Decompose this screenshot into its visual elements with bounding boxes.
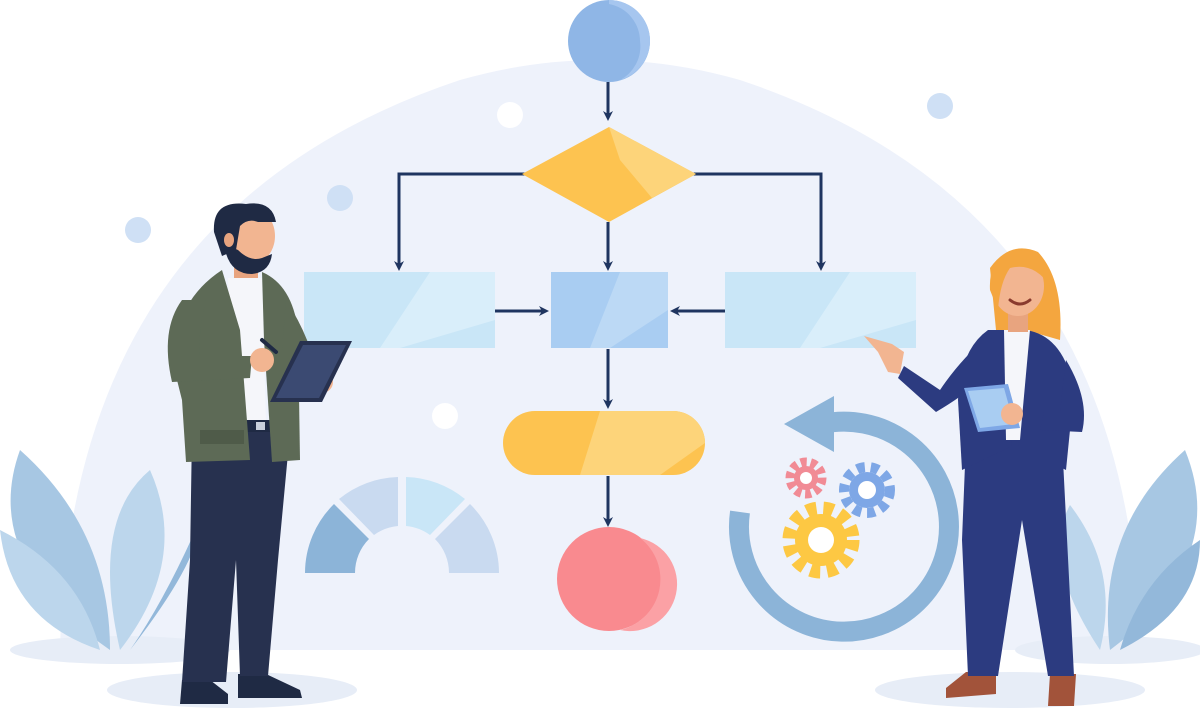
man-beard [224,244,272,274]
gear-pink-icon [785,457,827,499]
gears-icon [782,457,895,579]
man-figure [167,203,352,704]
gear-blue-icon [839,462,895,518]
plant-right [1060,450,1200,650]
decor-dot [432,403,458,429]
ground-shadow-left [107,672,357,708]
man-hand-left [250,348,274,372]
node-process-center [551,272,668,348]
node-start [568,0,650,82]
pen-icon [260,338,278,354]
node-process-right [725,272,916,348]
plant-left [0,450,200,650]
decor-dot [927,93,953,119]
man-shoe-right [238,674,302,698]
woman-hand-pointing [864,336,904,374]
decor-dot [327,185,353,211]
woman-hair-front [989,250,1051,310]
flowchart-edges [394,82,826,527]
node-terminal [503,411,705,475]
edge-decision-right [693,172,826,271]
tablet-icon [270,341,352,402]
man-trousers [182,432,290,682]
man-arm-left [167,300,252,382]
woman-arm-holding [1040,360,1084,432]
flowchart-nodes [304,0,916,632]
node-decision [522,127,696,222]
man-shoe-left [180,680,228,704]
decor-dot [125,217,151,243]
edge-decision-left [394,172,525,271]
woman-shoe-right [1048,674,1076,706]
woman-hand-holding [1001,403,1023,425]
ground-shadow-right [875,672,1145,708]
woman-shoe-left [946,672,996,698]
refresh-cycle-icon [728,396,959,642]
woman-trousers [962,440,1074,676]
decor-dot [497,102,523,128]
woman-arm-pointing [898,334,1000,412]
woman-figure [864,248,1084,706]
node-end [557,527,678,632]
gear-yellow-icon [782,501,860,579]
gauge-icon [305,477,499,573]
node-process-left [304,272,495,348]
